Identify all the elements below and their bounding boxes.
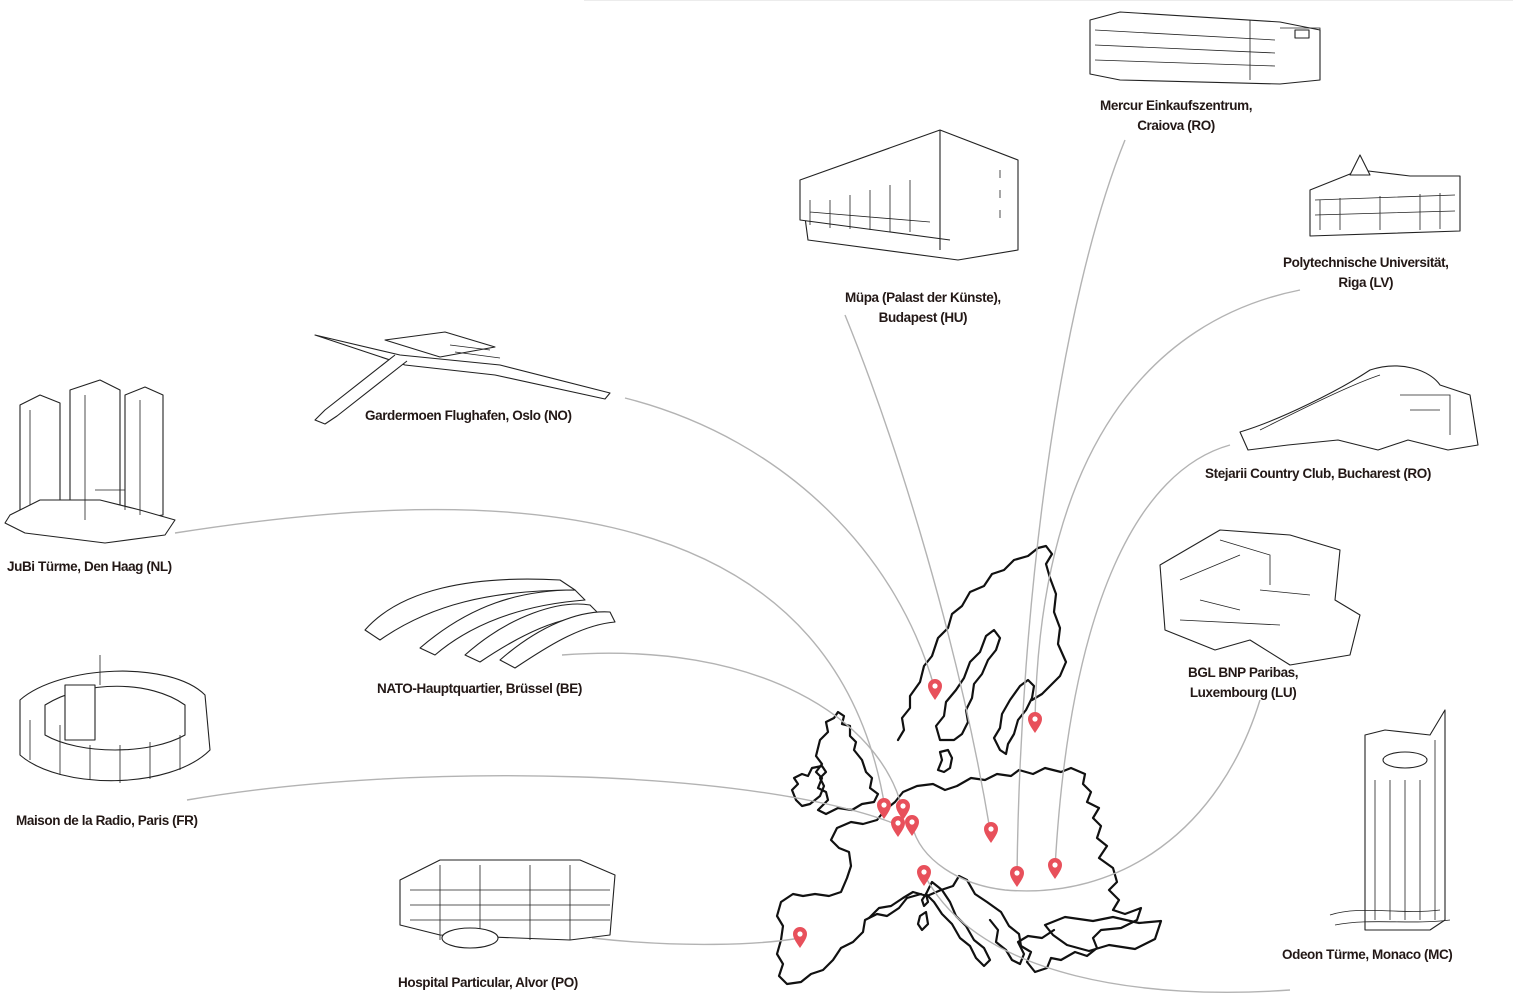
mercur-building-icon <box>1089 11 1321 85</box>
connector-stejarii <box>1054 444 1231 869</box>
pin-den-haag-icon[interactable] <box>877 798 891 819</box>
label-line: Stejarii Country Club, Bucharest (RO) <box>1205 466 1431 481</box>
pin-alvor-icon[interactable] <box>793 927 807 948</box>
towers-building-icon <box>4 379 176 544</box>
pin-craiova-icon[interactable] <box>1010 866 1024 887</box>
location-label-maison[interactable]: Maison de la Radio, Paris (FR) <box>16 811 198 831</box>
pin-bucharest-icon[interactable] <box>1048 858 1062 879</box>
location-label-muepa[interactable]: Müpa (Palast der Künste), Budapest (HU) <box>845 288 1001 328</box>
connector-bgl <box>911 699 1261 892</box>
skyscraper-building-icon <box>1329 709 1451 931</box>
label-line: Riga (LV) <box>1338 275 1394 290</box>
pin-luxembourg-north-icon[interactable] <box>896 799 910 820</box>
pin-oslo-icon[interactable] <box>928 679 942 700</box>
location-label-stejarii[interactable]: Stejarii Country Club, Bucharest (RO) <box>1205 464 1431 484</box>
location-label-hospital[interactable]: Hospital Particular, Alvor (PO) <box>398 973 578 993</box>
pin-paris-icon[interactable] <box>891 816 905 837</box>
pin-center-dot <box>988 826 994 832</box>
pin-center-dot <box>797 931 803 937</box>
connector-maison <box>186 774 899 826</box>
location-label-polytechnic[interactable]: Polytechnische Universität, Riga (LV) <box>1283 253 1449 293</box>
label-line: Müpa (Palast der Künste), <box>845 290 1001 305</box>
label-line: Craiova (RO) <box>1137 118 1215 133</box>
location-pins <box>793 679 1062 948</box>
hospital-building-icon <box>399 859 616 949</box>
connector-jubi <box>174 508 886 809</box>
country-club-building-icon <box>1239 365 1479 451</box>
location-label-mercur[interactable]: Mercur Einkaufszentrum, Craiova (RO) <box>1100 96 1252 136</box>
label-line: Hospital Particular, Alvor (PO) <box>398 975 578 990</box>
connector-lines <box>174 139 1301 993</box>
label-line: Polytechnische Universität, <box>1283 255 1449 270</box>
airport-building-icon <box>314 331 611 425</box>
radio-house-building-icon <box>19 655 211 783</box>
label-line: NATO-Hauptquartier, Brüssel (BE) <box>377 681 582 696</box>
top-divider <box>584 0 1513 1</box>
location-label-odeon[interactable]: Odeon Türme, Monaco (MC) <box>1282 945 1453 965</box>
muepa-building-icon <box>799 129 1019 261</box>
connector-odeon <box>924 875 1291 993</box>
pin-center-dot <box>1052 862 1058 868</box>
label-line: Mercur Einkaufszentrum, <box>1100 98 1253 113</box>
connector-gardermoen <box>624 397 936 691</box>
connector-muepa <box>844 314 991 831</box>
pin-center-dot <box>900 803 906 809</box>
pin-center-dot <box>1014 870 1020 876</box>
label-line: Gardermoen Flughafen, Oslo (NO) <box>365 408 572 423</box>
nato-building-icon <box>364 578 616 669</box>
connector-mercur <box>1016 139 1126 877</box>
label-line: Odeon Türme, Monaco (MC) <box>1282 947 1453 962</box>
pin-budapest-icon[interactable] <box>984 822 998 843</box>
pin-center-dot <box>895 820 901 826</box>
connector-hospital <box>591 937 801 946</box>
location-label-bgl[interactable]: BGL BNP Paribas, Luxembourg (LU) <box>1188 663 1299 703</box>
pin-center-dot <box>921 869 927 875</box>
connector-polytechnic <box>1034 289 1301 721</box>
pin-center-dot <box>909 819 915 825</box>
pin-brussels-icon[interactable] <box>905 815 919 836</box>
label-line: JuBi Türme, Den Haag (NL) <box>7 559 172 574</box>
label-line: Maison de la Radio, Paris (FR) <box>16 813 198 828</box>
location-label-jubi[interactable]: JuBi Türme, Den Haag (NL) <box>7 557 172 577</box>
bank-building-icon <box>1159 529 1361 666</box>
location-label-nato[interactable]: NATO-Hauptquartier, Brüssel (BE) <box>377 679 582 699</box>
pin-monaco-icon[interactable] <box>917 865 931 886</box>
university-building-icon <box>1309 154 1461 237</box>
pin-center-dot <box>881 802 887 808</box>
europe-coastline <box>775 544 1163 986</box>
connector-nato <box>561 652 903 809</box>
location-label-gardermoen[interactable]: Gardermoen Flughafen, Oslo (NO) <box>365 406 572 426</box>
label-line: Budapest (HU) <box>878 310 968 325</box>
label-line: Luxembourg (LU) <box>1189 685 1297 700</box>
pin-riga-icon[interactable] <box>1028 712 1042 733</box>
pin-center-dot <box>1032 716 1038 722</box>
label-line: BGL BNP Paribas, <box>1188 665 1299 680</box>
pin-center-dot <box>932 683 938 689</box>
